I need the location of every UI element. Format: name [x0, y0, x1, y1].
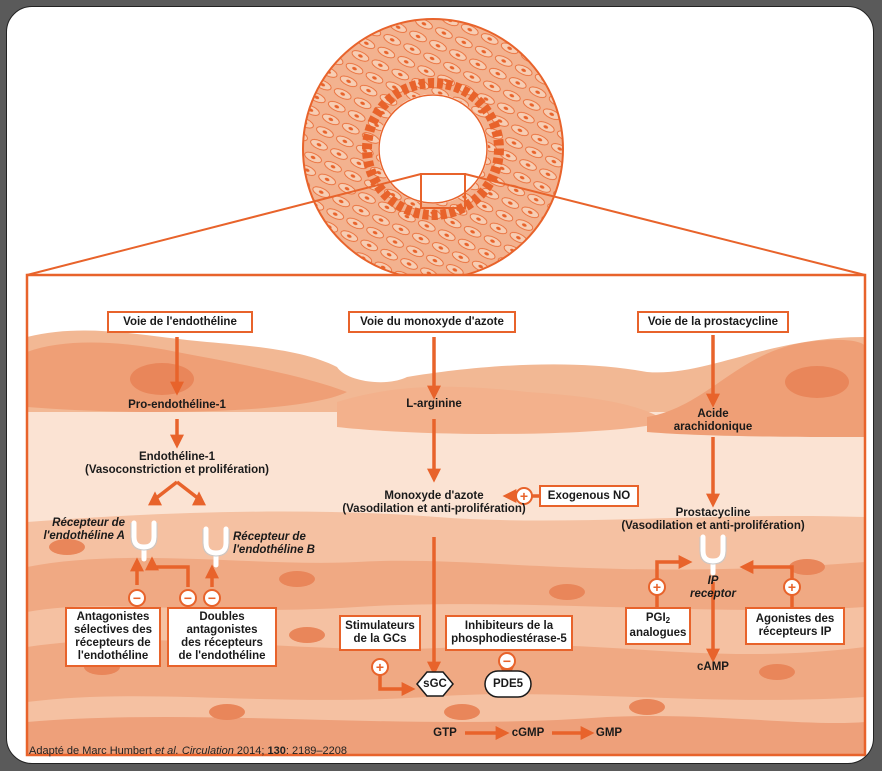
endothelin-arrows [130, 337, 219, 587]
receptor-icons [131, 520, 726, 576]
no-pathway-box: Voie du monoxyde d'azote [348, 311, 516, 333]
endothelin-pathway-box: Voie de l'endothéline [107, 311, 253, 333]
pgi2-analogues-box: PGI2 analogues [625, 607, 691, 645]
prostacyclin-label: Prostacycline(Vasodilation et anti-proli… [621, 507, 805, 532]
zoom-line-right [464, 173, 866, 276]
receptor-outlines [130, 523, 727, 565]
diagram-frame: − − − + + − + + Voie de l'endothéline Vo… [6, 6, 874, 764]
camp-label: cAMP [697, 661, 729, 673]
pro-endothelin-label: Pro-endothéline-1 [128, 399, 226, 411]
zoom-box [25, 273, 867, 757]
zoom-line-left [26, 173, 422, 276]
endothelin-1-label: Endothéline-1(Vasoconstriction et prolif… [84, 451, 270, 476]
exogenous-no-box: Exogenous NO [539, 485, 639, 507]
l-arginine-label: L-arginine [406, 398, 462, 410]
vessel-cross-section [302, 18, 564, 280]
citation: Adapté de Marc Humbert et al. Circulatio… [29, 745, 348, 757]
sgc-label: sGC [423, 678, 447, 690]
nitric-oxide-label: Monoxyde d'azote(Vasodilation et anti-pr… [342, 490, 526, 515]
prostacyclin-pathway-box: Voie de la prostacycline [637, 311, 789, 333]
gtp-label: GTP [433, 727, 457, 739]
gmp-label: GMP [595, 727, 623, 739]
pde5-label: PDE5 [492, 678, 524, 690]
cgmp-label: cGMP [511, 727, 545, 739]
